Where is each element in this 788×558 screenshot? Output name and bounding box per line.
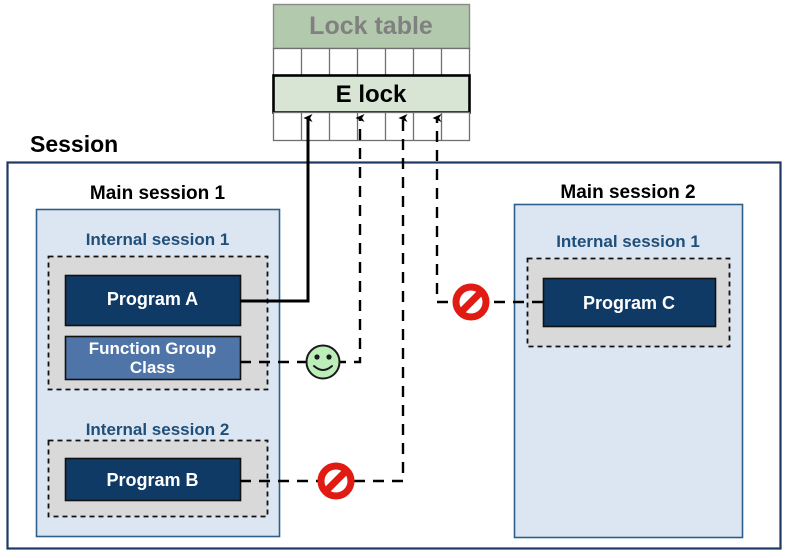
e-lock-label: E lock — [335, 81, 407, 108]
main-session-1-internal-session-1-title: Internal session 1 — [85, 230, 230, 249]
function-group-class-box[interactable] — [64, 335, 242, 381]
allowed-smiley-icon — [305, 344, 341, 380]
blocked-program-b-icon — [317, 462, 355, 500]
lock-table-header-cell — [272, 3, 471, 50]
connector-program-b-to-lock — [240, 114, 408, 483]
lock-table-grid-row-2 — [272, 111, 471, 142]
main-session-2-internal-session-1-title: Internal session 1 — [556, 232, 700, 251]
program-a-label: Program A — [106, 289, 199, 309]
connector-program-c-to-lock — [432, 114, 543, 304]
main-session-2-title: Main session 2 — [560, 182, 696, 203]
function-group-class-label: Function Group Class — [88, 339, 217, 377]
connector-program-a-to-lock — [240, 114, 313, 303]
main-session-1-internal-session-2-title: Internal session 2 — [85, 420, 230, 439]
lock-table-title: Lock table — [309, 12, 433, 40]
connector-function-group-to-lock — [240, 114, 365, 364]
main-session-2-box — [513, 203, 744, 539]
program-a-box[interactable] — [64, 274, 242, 327]
program-b-box[interactable] — [64, 457, 242, 502]
session-title: Session — [30, 131, 119, 157]
blocked-program-c-icon — [452, 283, 490, 321]
lock-table-grid-row-1 — [272, 47, 471, 77]
program-c-label: Program C — [582, 293, 676, 313]
program-c-box[interactable] — [542, 277, 717, 328]
program-b-label: Program B — [106, 470, 199, 490]
main-session-1-title: Main session 1 — [89, 183, 226, 204]
